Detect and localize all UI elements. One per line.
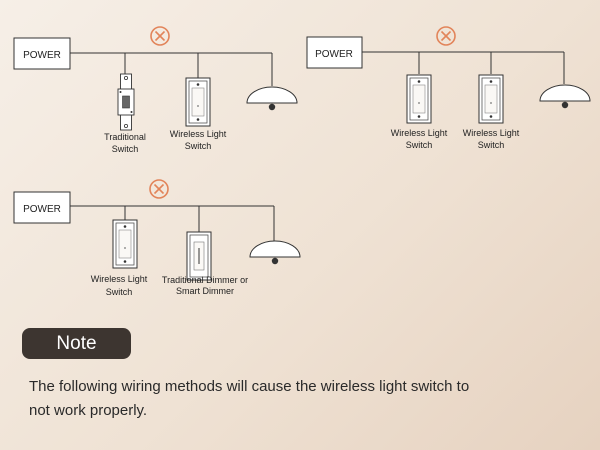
device-label: Wireless Light — [391, 128, 448, 138]
note-title: Note — [56, 332, 97, 354]
power-box — [13, 191, 71, 224]
wiring-diagrams: POWER Traditional Switch Wireless Light … — [13, 26, 591, 297]
diagram-3: POWER Wireless Light Switch Traditional … — [13, 179, 301, 297]
wireless-switch-icon — [112, 219, 138, 269]
device-label: Traditional — [104, 132, 146, 142]
note-badge: Note — [22, 328, 131, 359]
power-box — [306, 36, 363, 69]
note-text: The following wiring methods will cause … — [29, 378, 470, 419]
power-label: POWER — [23, 204, 61, 215]
wireless-switch-icon — [478, 74, 504, 124]
wireless-switch-icon — [185, 77, 211, 127]
power-label: POWER — [315, 49, 353, 60]
device-label: Switch — [112, 144, 139, 154]
device-label: Traditional Dimmer or — [162, 275, 248, 285]
not-working-cross-icon — [149, 179, 169, 199]
not-working-cross-icon — [436, 26, 456, 46]
power-label: POWER — [23, 50, 61, 61]
device-label: Smart Dimmer — [176, 286, 234, 296]
device-label: Wireless Light — [91, 274, 148, 284]
lamp-icon — [246, 86, 298, 111]
diagram-2: POWER Wireless Light Switch Wireless Lig… — [306, 26, 591, 150]
device-label: Wireless Light — [170, 129, 227, 139]
dimmer-switch-icon — [186, 231, 212, 281]
device-label: Wireless Light — [463, 128, 520, 138]
device-label: Switch — [478, 140, 505, 150]
power-box — [13, 37, 71, 70]
device-label: Switch — [106, 287, 133, 297]
diagram-1: POWER Traditional Switch Wireless Light … — [13, 26, 298, 154]
lamp-icon — [249, 240, 301, 265]
lamp-icon — [539, 84, 591, 109]
device-label: Switch — [406, 140, 433, 150]
device-label: Switch — [185, 141, 212, 151]
wireless-switch-icon — [406, 74, 432, 124]
traditional-switch-icon — [117, 73, 135, 131]
not-working-cross-icon — [150, 26, 170, 46]
